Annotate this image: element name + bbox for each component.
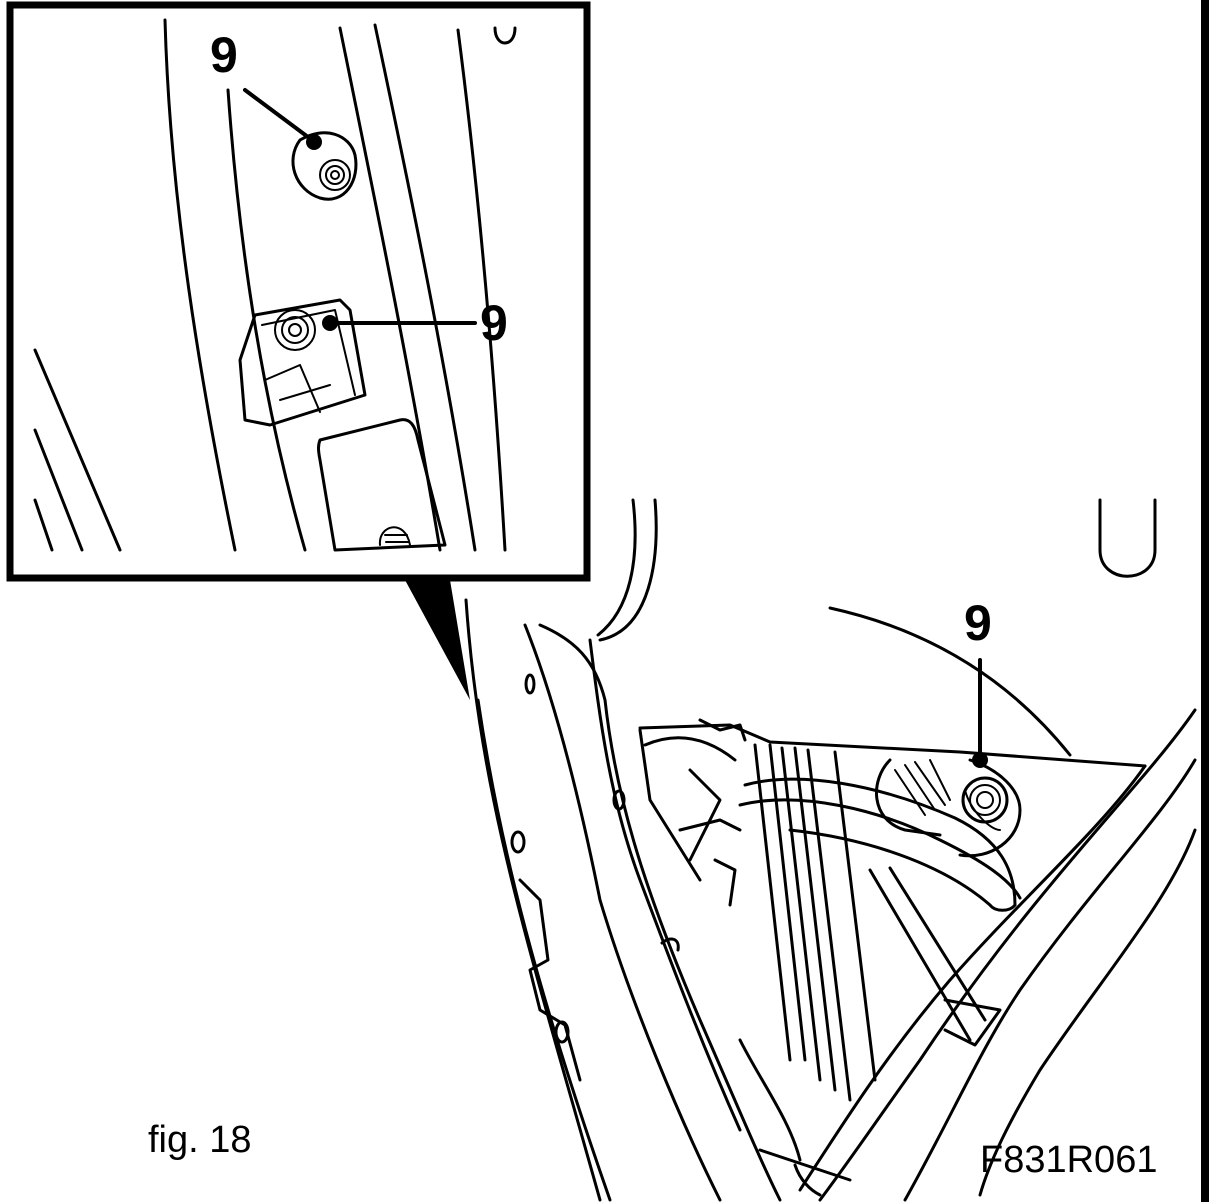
figure-caption: fig. 18	[148, 1119, 252, 1161]
bolt-icon	[274, 309, 316, 351]
detail-inset	[6, 1, 591, 700]
bolt-icon	[319, 159, 351, 191]
callout-dot-2	[322, 315, 338, 331]
callout-dot-3	[972, 752, 988, 768]
callout-pointer-icon	[405, 580, 470, 700]
drawing-code: F831R061	[980, 1139, 1157, 1181]
door-frame-main-view	[464, 498, 1197, 1202]
callout-number: 9	[480, 295, 508, 351]
callout-dot-1	[306, 134, 322, 150]
callout-number: 9	[964, 595, 992, 651]
callout-leader-1	[243, 88, 314, 142]
callout-number: 9	[210, 27, 238, 83]
bolt-icon	[961, 776, 1009, 831]
